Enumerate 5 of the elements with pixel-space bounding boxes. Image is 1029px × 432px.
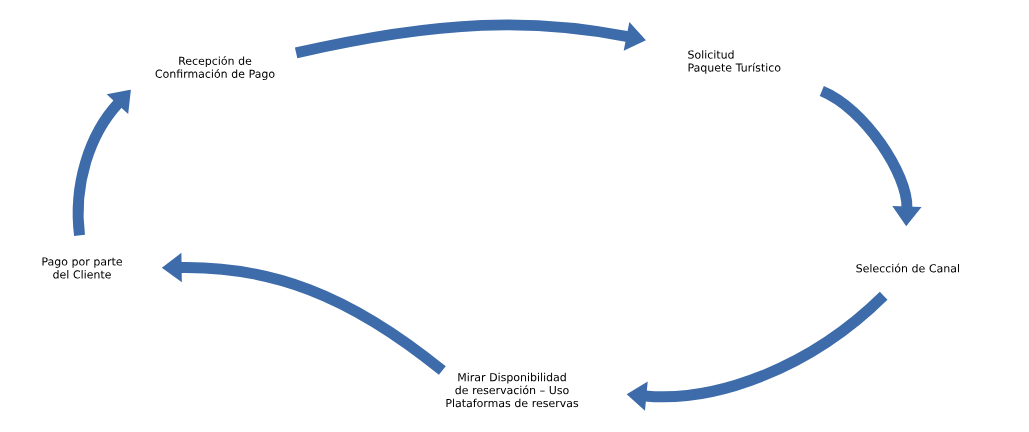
step-label: Pago por parte del Cliente bbox=[42, 257, 122, 279]
step-label: Mirar Disponibilidad de reservación – Uso Plataformas de reservas bbox=[446, 372, 579, 408]
step-label: Solicitud Paquete Turístico bbox=[688, 50, 781, 74]
step-label: Recepción de Confirmación de Pago bbox=[155, 56, 275, 80]
step-label: Selección de Canal bbox=[856, 263, 959, 273]
